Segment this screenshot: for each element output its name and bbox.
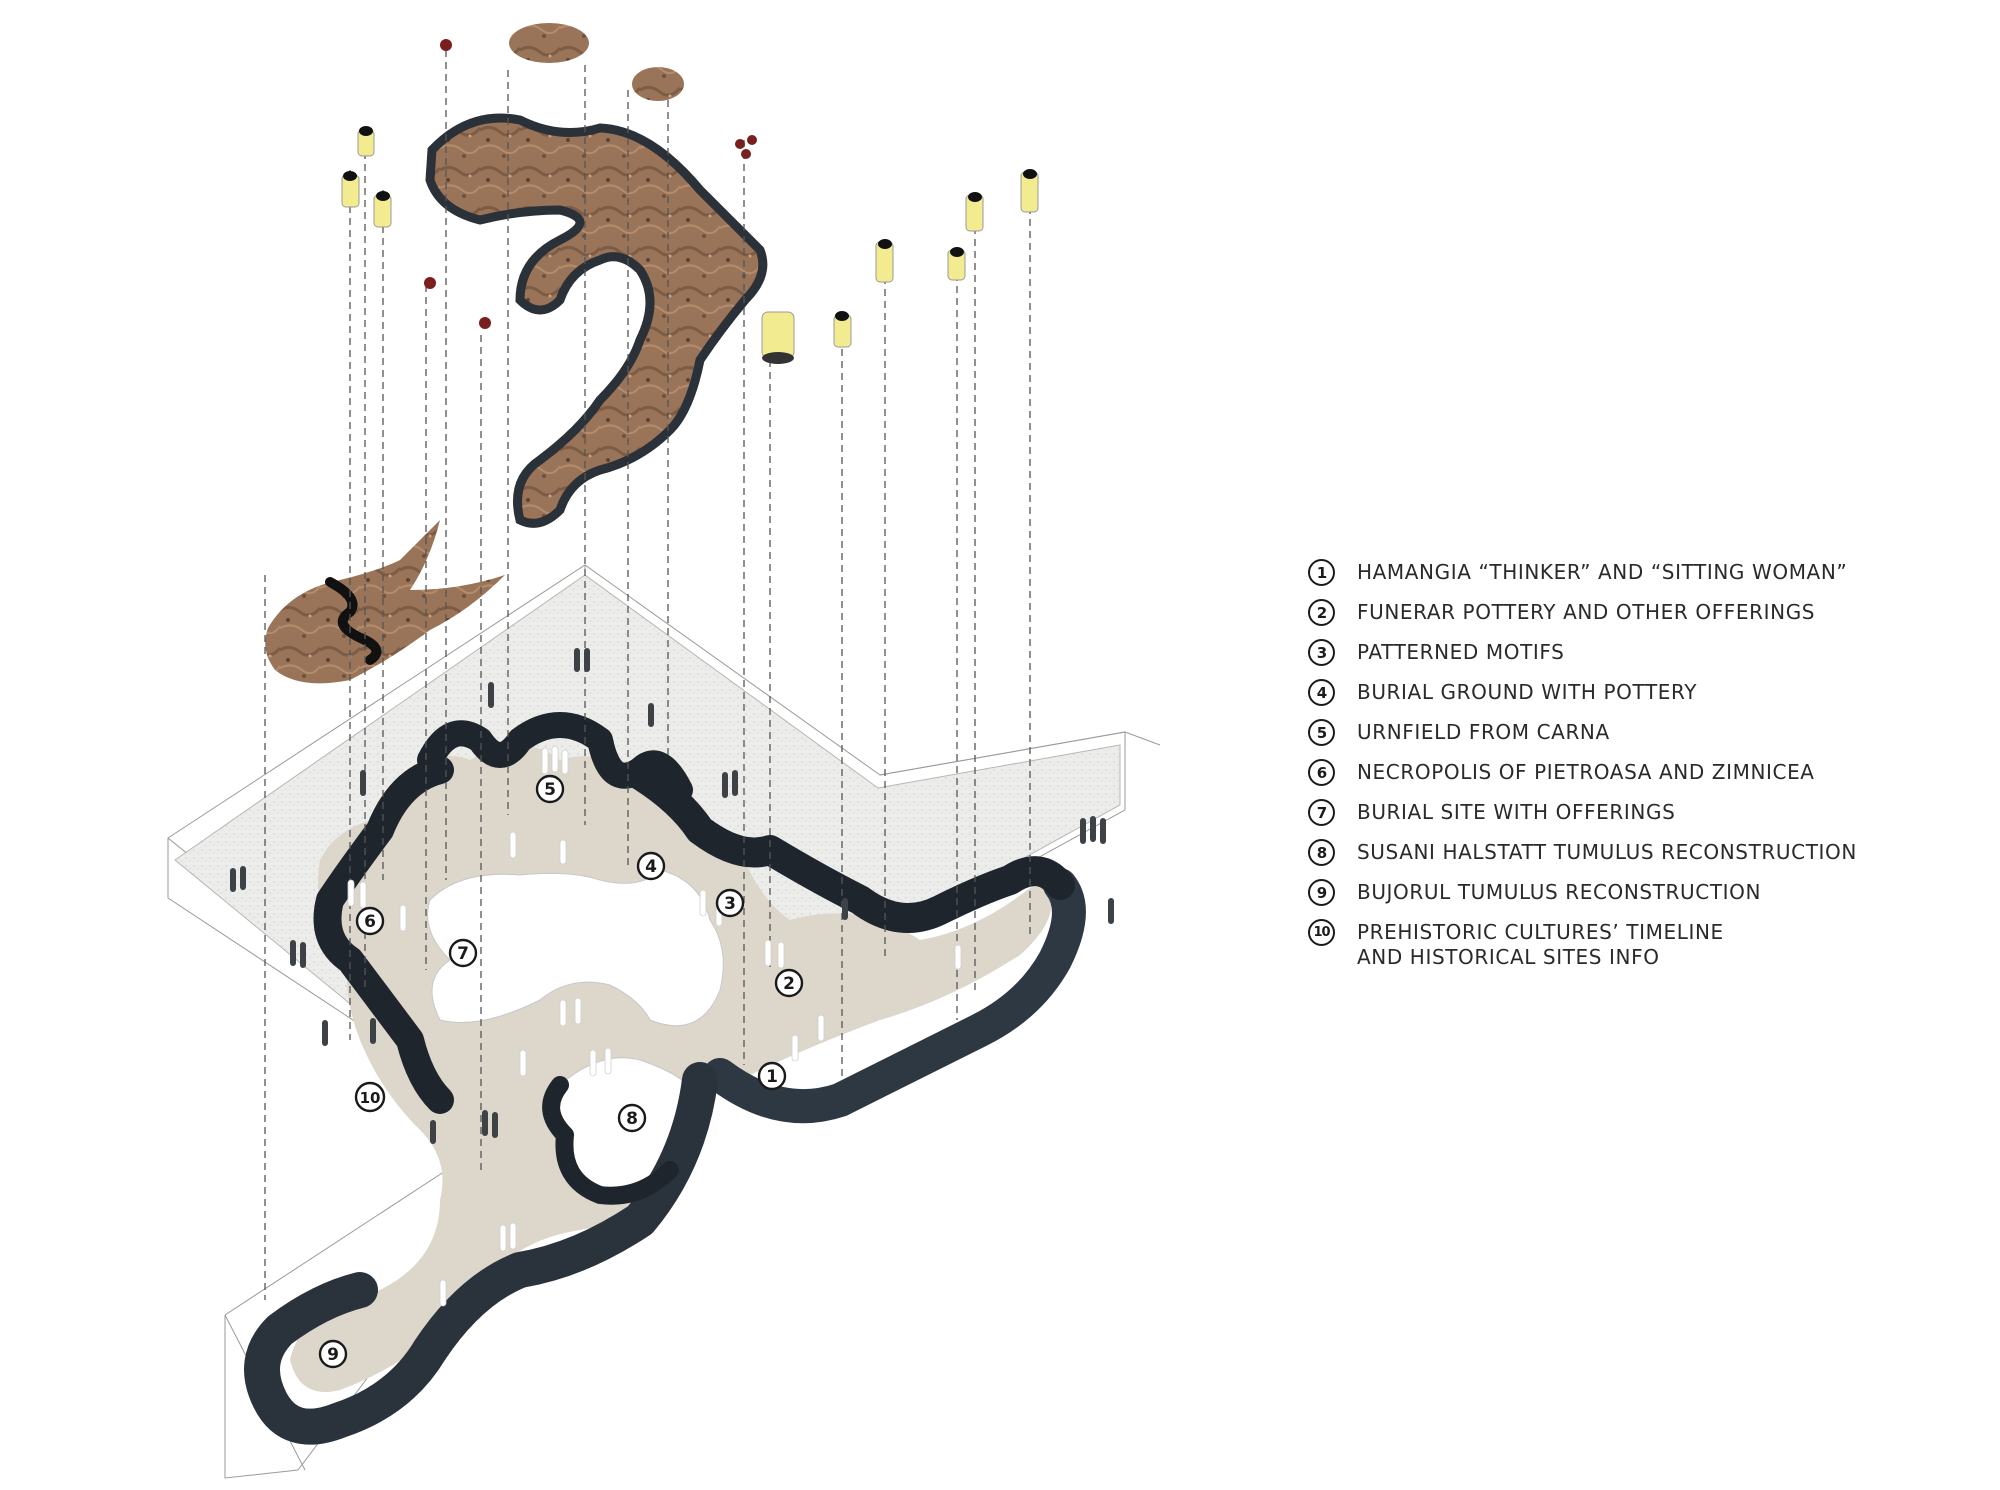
legend-label: SUSANI HALSTATT TUMULUS RECONSTRUCTION: [1357, 840, 1857, 864]
legend-item-5: 5 URNFIELD FROM CARNA: [1308, 719, 1968, 746]
legend-number-badge: 7: [1308, 799, 1335, 826]
legend-number-badge: 10: [1308, 919, 1335, 946]
legend-item-3: 3 PATTERNED MOTIFS: [1308, 639, 1968, 666]
lamp-icon: [965, 192, 984, 232]
area-marker-5: 5: [535, 774, 565, 804]
ornament-icon: [440, 39, 452, 51]
legend-number-badge: 8: [1308, 839, 1335, 866]
hanging-ornaments: [424, 39, 757, 329]
pendant-lamps: [341, 126, 1039, 364]
area-marker-8: 8: [617, 1103, 647, 1133]
lamp-icon: [1020, 169, 1039, 213]
area-marker-3: 3: [715, 888, 745, 918]
ornament-icon: [424, 277, 436, 289]
lamp-icon: [341, 171, 360, 208]
central-courtyard-void: [427, 869, 724, 1027]
outer-wall-upper: [625, 760, 1075, 933]
exploded-axonometric-drawing: 1 2 3 4 5 6 7: [167, 23, 1161, 1479]
visitor-figures: [230, 648, 1114, 1307]
legend-label: BUJORUL TUMULUS RECONSTRUCTION: [1357, 880, 1762, 904]
area-markers: 1 2 3 4 5 6 7: [318, 774, 804, 1369]
ornament-icon: [479, 317, 491, 329]
area-marker-9: 9: [318, 1339, 348, 1369]
lamp-icon: [761, 311, 795, 364]
legend-item-2: 2 FUNERAR POTTERY AND OTHER OFFERINGS: [1308, 599, 1968, 626]
area-marker-1: 1: [757, 1061, 787, 1091]
svg-text:6: 6: [364, 912, 376, 932]
legend-item-6: 6 NECROPOLIS OF PIETROASA AND ZIMNICEA: [1308, 759, 1968, 786]
svg-text:10: 10: [360, 1089, 381, 1107]
svg-text:7: 7: [457, 944, 469, 964]
legend-label: PREHISTORIC CULTURES’ TIMELINE AND HISTO…: [1357, 920, 1724, 969]
legend-item-8: 8 SUSANI HALSTATT TUMULUS RECONSTRUCTION: [1308, 839, 1968, 866]
svg-text:4: 4: [645, 857, 657, 877]
legend-item-1: 1 HAMANGIA “THINKER” AND “SITTING WOMAN”: [1308, 559, 1968, 586]
legend-label: FUNERAR POTTERY AND OTHER OFFERINGS: [1357, 600, 1816, 624]
legend-number-badge: 9: [1308, 879, 1335, 906]
lamp-icon: [373, 191, 392, 228]
left-wall: [313, 756, 454, 1114]
earth-ceiling-pieces: [265, 23, 768, 684]
area-marker-4: 4: [636, 851, 666, 881]
legend-item-7: 7 BURIAL SITE WITH OFFERINGS: [1308, 799, 1968, 826]
svg-text:5: 5: [544, 780, 556, 800]
legend-number-badge: 3: [1308, 639, 1335, 666]
legend-item-10: 10 PREHISTORIC CULTURES’ TIMELINE AND HI…: [1308, 919, 1968, 970]
legend-item-9: 9 BUJORUL TUMULUS RECONSTRUCTION: [1308, 879, 1968, 906]
serpentine-wall-top: [417, 712, 693, 803]
legend-label: BURIAL SITE WITH OFFERINGS: [1357, 800, 1676, 824]
curving-walls: [244, 712, 1086, 1445]
area-marker-6: 6: [355, 906, 385, 936]
tumulus-wall-fragment: [325, 577, 382, 665]
small-earth-disc-1: [509, 23, 589, 63]
legend-number-badge: 1: [1308, 559, 1335, 586]
legend-label: BURIAL GROUND WITH POTTERY: [1357, 680, 1698, 704]
svg-text:9: 9: [327, 1345, 339, 1365]
ornament-icon: [747, 135, 757, 145]
area-marker-7: 7: [448, 938, 478, 968]
lamp-icon: [357, 126, 375, 157]
legend-number-badge: 4: [1308, 679, 1335, 706]
legend-number-badge: 5: [1308, 719, 1335, 746]
tumulus-earth-piece: [265, 520, 505, 684]
legend-label: HAMANGIA “THINKER” AND “SITTING WOMAN”: [1357, 560, 1848, 584]
legend-number-badge: 6: [1308, 759, 1335, 786]
legend-item-4: 4 BURIAL GROUND WITH POTTERY: [1308, 679, 1968, 706]
legend-label: NECROPOLIS OF PIETROASA AND ZIMNICEA: [1357, 760, 1815, 784]
ornament-icon: [735, 139, 745, 149]
svg-text:3: 3: [724, 894, 736, 914]
legend: 1 HAMANGIA “THINKER” AND “SITTING WOMAN”…: [1308, 559, 1968, 984]
svg-text:1: 1: [766, 1067, 778, 1087]
lamp-icon: [947, 247, 966, 281]
lower-wall: [244, 1062, 718, 1445]
legend-label: URNFIELD FROM CARNA: [1357, 720, 1610, 744]
lamp-icon: [833, 311, 852, 348]
area-marker-2: 2: [774, 968, 804, 998]
main-earth-piece: [425, 113, 768, 528]
inner-wall-8: [542, 1076, 679, 1205]
lamp-icon: [875, 239, 894, 283]
svg-text:2: 2: [783, 974, 795, 994]
projection-lines: [264, 50, 1031, 1300]
svg-text:8: 8: [626, 1109, 638, 1129]
outer-wall-right: [703, 868, 1086, 1124]
legend-number-badge: 2: [1308, 599, 1335, 626]
area-marker-10: 10: [354, 1081, 386, 1113]
small-earth-disc-2: [632, 67, 684, 101]
legend-label: PATTERNED MOTIFS: [1357, 640, 1565, 664]
ornament-icon: [741, 149, 751, 159]
